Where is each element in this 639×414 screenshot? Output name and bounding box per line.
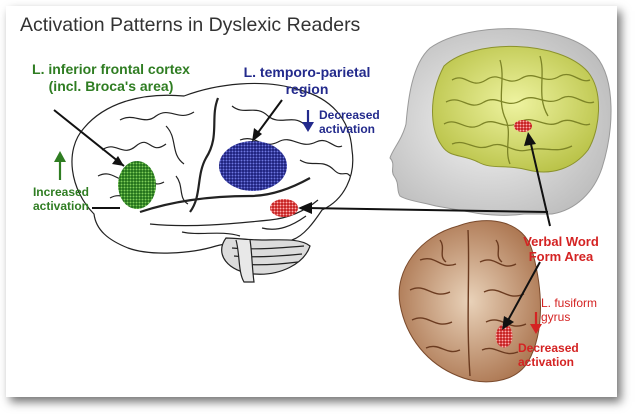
3d-head-render <box>389 28 612 216</box>
leader-lines <box>53 99 551 330</box>
fusiform-activation-blob-ventral <box>495 324 513 348</box>
sagittal-brain-drawing <box>71 82 354 283</box>
ventral-brain-render <box>398 220 541 383</box>
fusiform-decrease-arrow <box>530 312 542 334</box>
tp-decrease-arrow <box>302 110 314 132</box>
temporo-parietal-activation-blob <box>219 141 287 191</box>
vwfa-activation-blob-3d <box>514 120 532 132</box>
fusiform-activation-blob-sagittal <box>270 199 298 217</box>
broca-activation-blob <box>118 161 156 209</box>
diagram-title: Activation Patterns in Dyslexic Readers <box>20 14 361 36</box>
increase-arrow <box>54 151 66 180</box>
broca-label: L. inferior frontal cortex(incl. Broca's… <box>32 61 190 94</box>
